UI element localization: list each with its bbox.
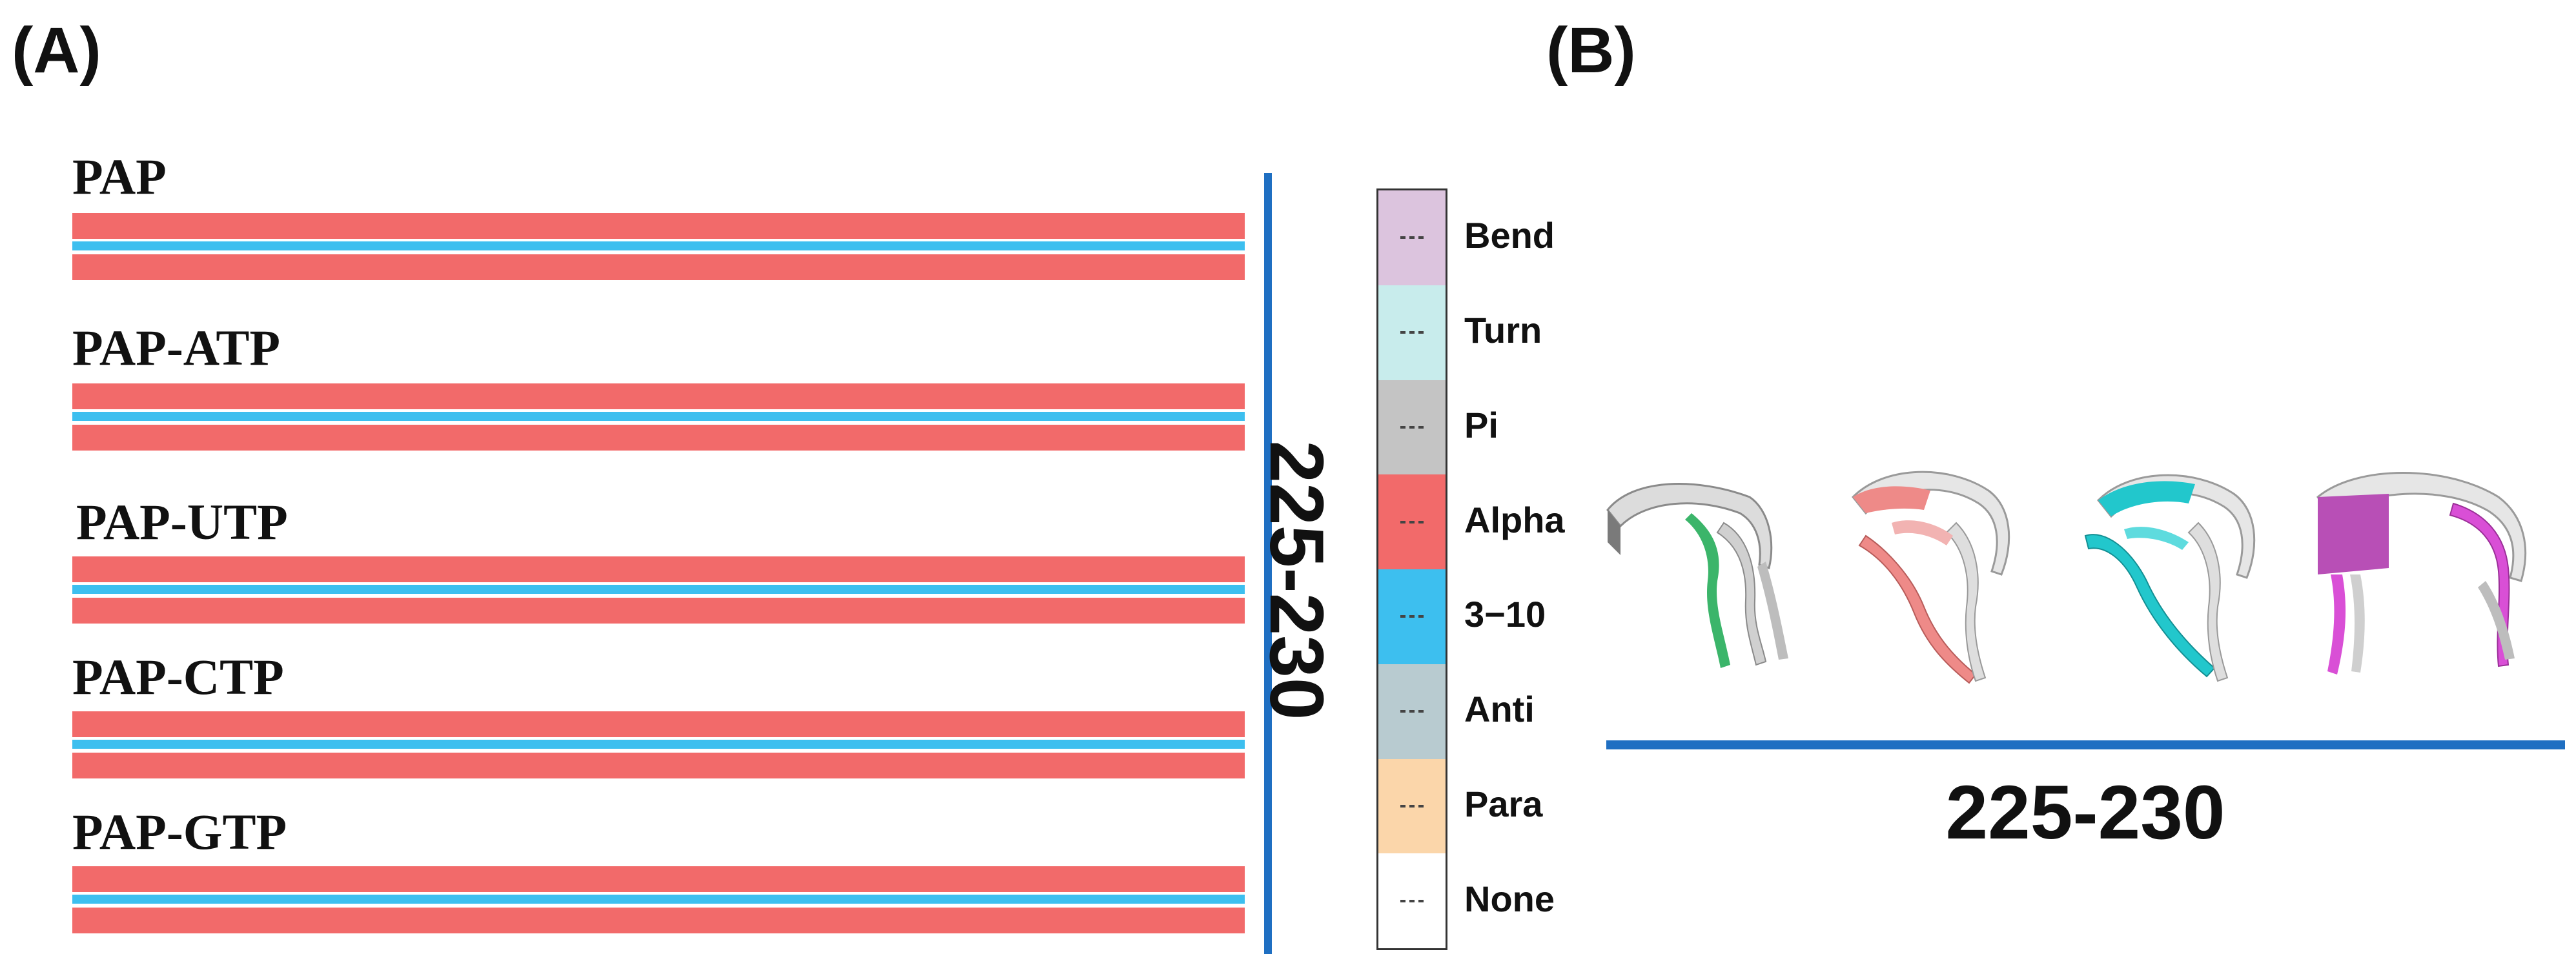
- ribbon-structures: [1606, 471, 2527, 684]
- region-bar-vertical: [1264, 173, 1272, 954]
- legend-dash: [1400, 804, 1424, 808]
- legend-label: Pi: [1464, 404, 1498, 445]
- pap-ribbon: [1606, 483, 1788, 668]
- legend-label: Alpha: [1464, 499, 1565, 540]
- alpha-band: [72, 213, 1245, 239]
- alpha-band: [72, 254, 1245, 280]
- legend-dash: [1400, 425, 1424, 429]
- panel-a-label: (A): [12, 14, 101, 86]
- alpha-band: [72, 598, 1245, 624]
- alpha-band: [72, 425, 1245, 451]
- region-label-vertical: 225-230: [1254, 440, 1339, 720]
- legend-label: Turn: [1464, 310, 1542, 351]
- track-title: PAP-GTP: [72, 804, 287, 860]
- three-ten-band: [72, 241, 1245, 250]
- alpha-band: [72, 711, 1245, 737]
- alpha-band: [72, 753, 1245, 778]
- legend-dash: [1400, 236, 1424, 239]
- track-title: PAP-CTP: [72, 649, 284, 705]
- region-bar-horizontal: [1606, 740, 2565, 749]
- three-ten-band: [72, 585, 1245, 594]
- legend-dash: [1400, 520, 1424, 523]
- panel-b-label: (B): [1546, 14, 1636, 86]
- pap-ctp-ribbon: [2316, 472, 2527, 675]
- three-ten-band: [72, 895, 1245, 904]
- legend-dash: [1400, 899, 1424, 902]
- legend-label: Para: [1464, 783, 1543, 824]
- region-label-horizontal: 225-230: [1945, 770, 2225, 855]
- legend-label: Bend: [1464, 215, 1555, 256]
- legend-dash: [1400, 710, 1424, 713]
- three-ten-band: [72, 412, 1245, 421]
- legend-dash: [1400, 615, 1424, 618]
- legend-dash: [1400, 331, 1424, 334]
- alpha-band: [72, 908, 1245, 933]
- alpha-band: [72, 556, 1245, 582]
- legend-label: Anti: [1464, 689, 1535, 730]
- alpha-band: [72, 866, 1245, 892]
- alpha-band: [72, 383, 1245, 409]
- legend-label: None: [1464, 878, 1555, 919]
- track-title: PAP: [72, 148, 167, 205]
- track-title: PAP-ATP: [72, 320, 281, 376]
- secondary-structure-legend: [1376, 188, 1447, 950]
- pap-atp-ribbon: [1851, 471, 2010, 684]
- three-ten-band: [72, 740, 1245, 749]
- track-title: PAP-UTP: [76, 494, 288, 550]
- pap-utp-ribbon: [2084, 474, 2256, 682]
- legend-label: 3−10: [1464, 594, 1546, 635]
